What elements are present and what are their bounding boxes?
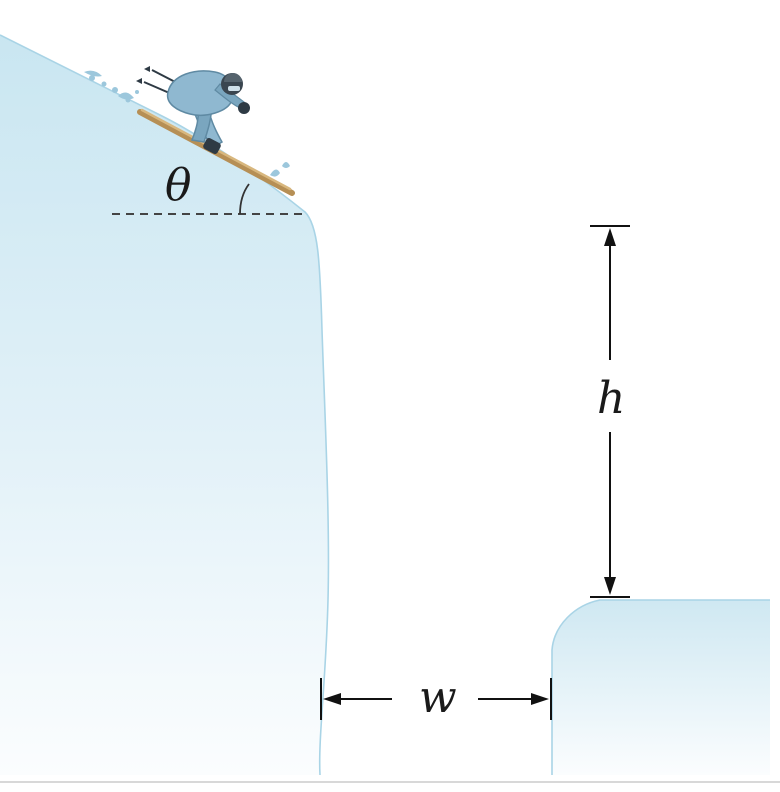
angle-label: θ <box>165 160 192 211</box>
snow-spray <box>84 70 290 177</box>
height-dimension <box>590 225 630 598</box>
angle-arc <box>239 183 250 215</box>
left-cliff <box>0 35 329 775</box>
gap-label: w <box>419 672 457 723</box>
left-cliff-edge <box>0 34 330 776</box>
skier-icon <box>136 66 295 196</box>
width-dimension <box>320 678 552 720</box>
height-label: h <box>597 373 625 424</box>
landing-ledge <box>552 600 770 775</box>
landing-ledge-edge <box>551 599 770 775</box>
